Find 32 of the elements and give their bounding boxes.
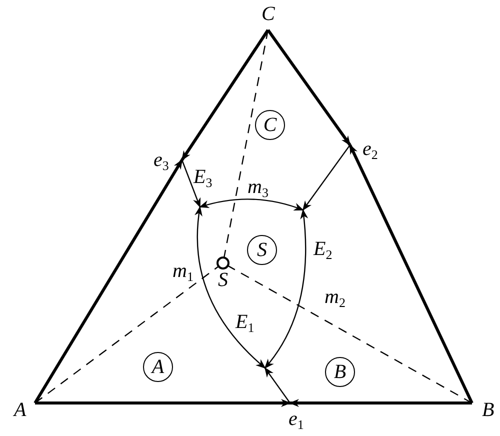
arrow (181, 160, 201, 208)
region-label: C (255, 110, 285, 140)
point-label: E$_{1}$ (236, 312, 254, 338)
curve-arrow (194, 206, 266, 369)
region-label: B (325, 357, 355, 387)
point-label: e$_{1}$ (288, 409, 304, 435)
arrow (34, 159, 184, 404)
dashed-line (227, 264, 472, 404)
curve-label: m$_{1}$ (172, 261, 194, 286)
curve-arrow (264, 209, 308, 369)
arrow (180, 29, 270, 161)
dashed-line (34, 266, 220, 404)
arrow (302, 144, 350, 211)
arrow (289, 399, 472, 407)
point-label: E$_{2}$ (314, 239, 332, 265)
vertex-label: C (262, 4, 275, 24)
point-label: E$_{3}$ (194, 167, 212, 193)
arrow (264, 367, 290, 404)
arrow (348, 144, 474, 404)
point-label: e$_{3}$ (154, 150, 169, 176)
vertex-label: B (482, 400, 494, 420)
arrow (35, 399, 291, 407)
curve-label: m$_{2}$ (324, 287, 346, 312)
region-label: A (143, 352, 173, 382)
arrow (266, 29, 352, 146)
dashed-line (223, 30, 269, 258)
curve-label: m$_{3}$ (248, 177, 268, 202)
curve-arrow (199, 198, 304, 211)
region-label: S (247, 235, 277, 265)
point-label: S (218, 269, 228, 291)
vertex-label: A (14, 400, 26, 420)
point-label: e$_{2}$ (362, 139, 378, 165)
